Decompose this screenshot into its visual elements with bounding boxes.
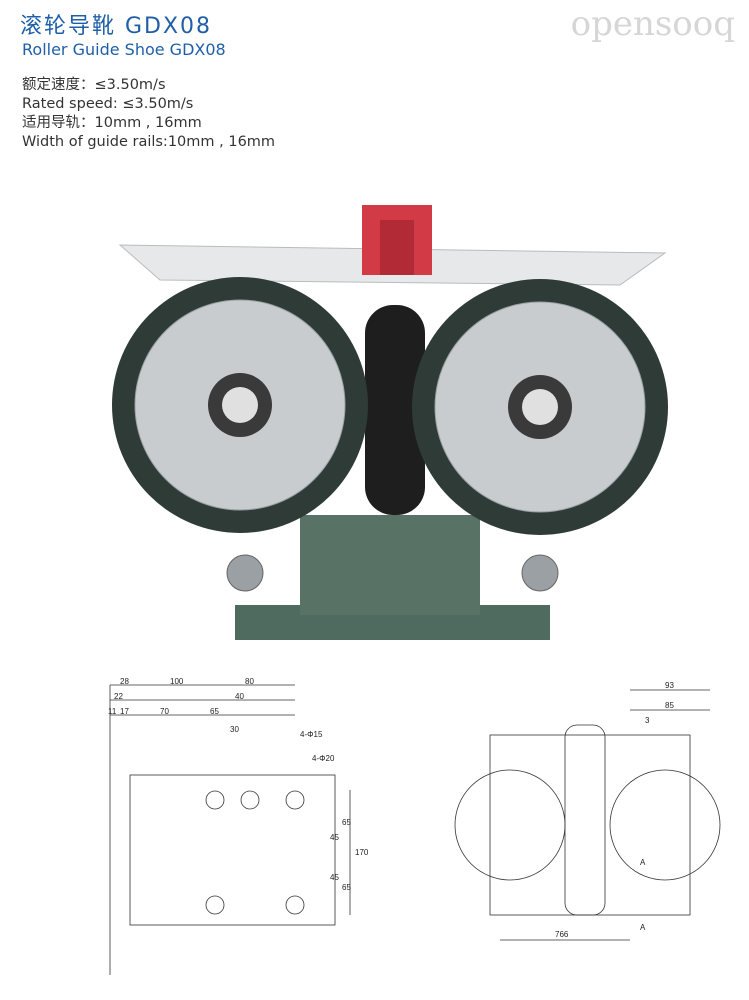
watermark-logo: opensooq — [570, 4, 735, 44]
dim-top-8: 40 — [235, 692, 244, 701]
section-a-2: A — [640, 923, 646, 932]
hole-label-1: 4-Φ20 — [312, 754, 335, 763]
spec-rails-cn: 适用导轨：10mm , 16mm — [22, 115, 202, 131]
dim-top-3: 22 — [114, 692, 123, 701]
dim-right-4: 65 — [342, 883, 351, 892]
dim-right-2: 170 — [355, 848, 369, 857]
dim-right-1: 45 — [330, 833, 339, 842]
product-photo — [112, 205, 668, 640]
dim-right-85: 85 — [665, 701, 674, 710]
dim-right-3: 3 — [645, 716, 650, 725]
dim-top-1: 100 — [170, 677, 184, 686]
spec-list: 额定速度：≤3.50m/s Rated speed: ≤3.50m/s 适用导轨… — [22, 76, 275, 152]
dim-766: 766 — [555, 930, 569, 939]
left-wheel-icon — [112, 277, 368, 533]
dim-top-7: 17 — [120, 707, 129, 716]
dim-top-5: 65 — [210, 707, 219, 716]
title-english: Roller Guide Shoe GDX08 — [22, 40, 226, 59]
section-a-1: A — [640, 858, 646, 867]
spec-speed-en: Rated speed: ≤3.50m/s — [22, 96, 194, 112]
dim-right-3: 45 — [330, 873, 339, 882]
front-view-drawing: 28 100 80 22 70 65 11 17 40 30 4-Φ15 4-Φ… — [108, 677, 369, 975]
dim-top-6: 11 — [108, 707, 117, 716]
dim-top-9: 30 — [230, 725, 239, 734]
spec-rails-en: Width of guide rails:10mm , 16mm — [22, 134, 276, 150]
dim-right-0: 65 — [342, 818, 351, 827]
dim-top-2: 80 — [245, 677, 254, 686]
dim-right-93: 93 — [665, 681, 674, 690]
hole-label-0: 4-Φ15 — [300, 730, 323, 739]
side-view-drawing: 93 85 3 A A 766 — [454, 681, 721, 941]
title-chinese: 滚轮导靴 GDX08 — [20, 14, 213, 39]
right-wheel-icon — [412, 279, 668, 535]
dim-top-0: 28 — [120, 677, 129, 686]
spec-speed-cn: 额定速度：≤3.50m/s — [22, 77, 166, 93]
dim-top-4: 70 — [160, 707, 169, 716]
